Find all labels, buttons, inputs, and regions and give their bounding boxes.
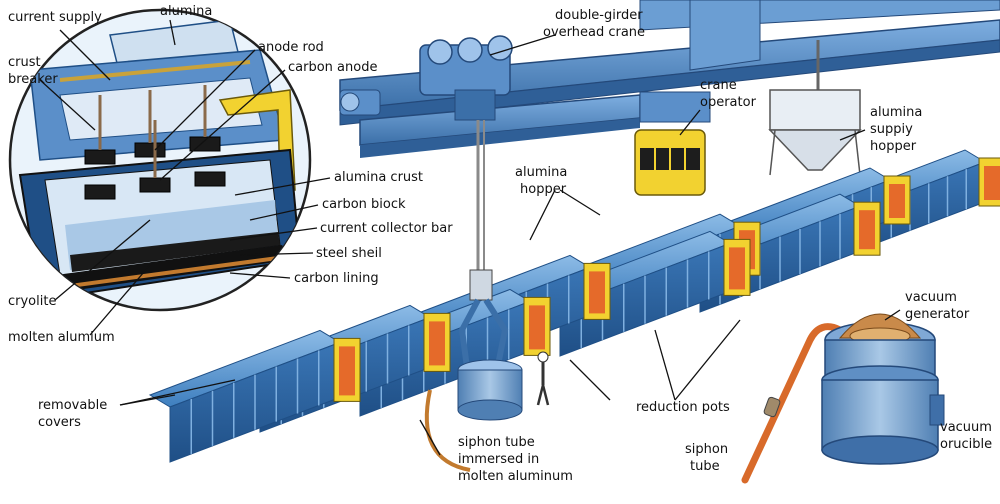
label-siphon-immersed-3: molten aluminum (458, 469, 573, 484)
label-removable-covers-1: removable (38, 398, 108, 413)
label-vacuum-generator-1: vacuum (905, 290, 957, 305)
label-alumina-crust: alumina crust (334, 170, 424, 185)
vacuum-crucible (741, 313, 945, 484)
reduction-pot (148, 329, 361, 463)
label-vacuum-generator-2: generator (905, 307, 970, 322)
label-molten-aluminium: molten alumium (8, 330, 115, 345)
label-removable-covers-2: covers (38, 415, 81, 430)
double-girder-overhead-crane (339, 0, 1000, 290)
label-reduction-pots: reduction pots (636, 400, 730, 415)
leader-lines (39, 19, 901, 456)
label-carbon-anode: carbon anode (288, 60, 378, 75)
label-vacuum-crucible-2: orucible (940, 437, 993, 452)
label-siphon-immersed-1: siphon tube (458, 435, 535, 450)
alumina-supply-hopper (768, 40, 862, 176)
label-current-collector-bar: current collector bar (320, 221, 453, 236)
crane-end-truck (339, 89, 381, 116)
label-alumina-supply-hopper-3: hopper (870, 139, 917, 154)
label-crane-operator-2: operator (700, 95, 756, 110)
label-steel-shell: steel sheil (316, 246, 382, 261)
label-carbon-lining: carbon lining (294, 271, 379, 286)
crane-operator-cab (634, 91, 711, 196)
label-vacuum-crucible-1: vacuum (940, 420, 992, 435)
label-alumina-hopper-1: alumina (515, 165, 568, 180)
label-cryolite: cryolite (8, 294, 57, 309)
label-current-supply: current supply (8, 10, 102, 25)
siphon-ladle (424, 269, 550, 472)
label-anode-rod: anode rod (258, 40, 324, 55)
label-alumina-hopper-2: hopper (520, 182, 567, 197)
label-crane-operator-1: crane (700, 78, 737, 93)
label-alumina-supply-hopper-1: alumina (870, 105, 923, 120)
label-siphon-tube-2: tube (690, 459, 720, 474)
label-alumina-supply-hopper-2: suppiy (870, 122, 913, 137)
label-carbon-block: carbon biock (322, 197, 406, 212)
label-crust-breaker-1: crust (8, 55, 41, 70)
label-siphon-tube-1: siphon (685, 442, 729, 457)
label-crust-breaker-2: breaker (8, 72, 58, 87)
label-double-girder-1: double-girder (555, 8, 643, 23)
pot-cross-section-inset (8, 8, 312, 312)
crane-trolley (419, 35, 513, 121)
label-siphon-immersed-2: immersed in (458, 452, 540, 467)
label-double-girder-2: overhead crane (543, 25, 646, 40)
label-alumina: alumina (160, 4, 213, 19)
